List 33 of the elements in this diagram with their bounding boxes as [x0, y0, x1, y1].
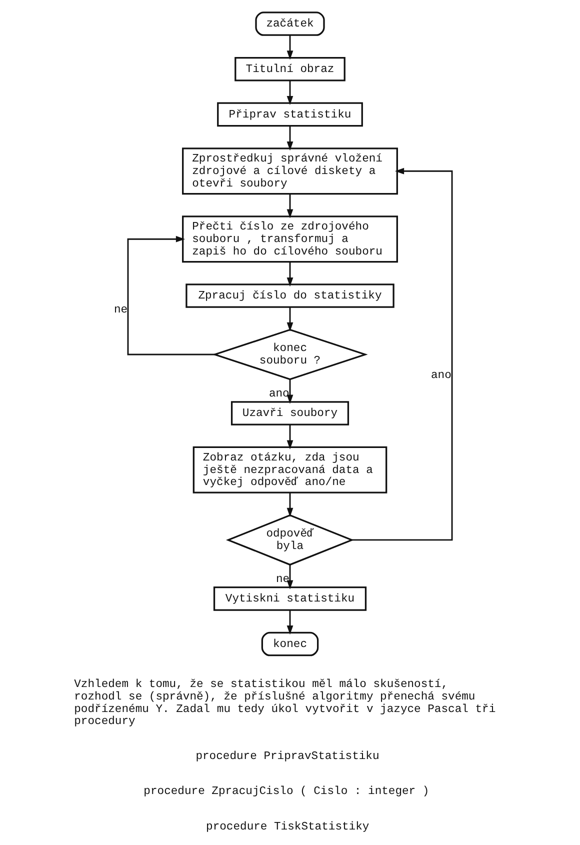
- arrow: [127, 236, 215, 356]
- node-box: Zpracuj číslo do statistiky: [186, 284, 394, 308]
- node-box: začátek: [255, 12, 325, 36]
- node-box: Vytiskni statistiku: [213, 586, 367, 611]
- arrow: [286, 262, 294, 287]
- edge-label: ano: [268, 388, 290, 401]
- label: Vzhledem k tomu, že se statistikou měl málo skušeností, rozhodl se (správně), že příslušné algoritmy přenechá svému podřízenému Y. Zadal mu tedy úkol vytvořit v jazyce Pascal tři procedury: [74, 679, 496, 728]
- label: procedure ZpracujCislo ( Cislo : integer ): [144, 786, 430, 798]
- arrow: [286, 424, 294, 450]
- node-diamond: odpověď byla: [226, 514, 354, 566]
- node-box: konec: [261, 632, 319, 656]
- node-box: Zobraz otázku, zda jsou ještě nezpracovaná data a vyčkej odpověď ano/ne: [192, 446, 388, 494]
- edge-label: ne: [114, 304, 128, 317]
- node-box: Titulní obraz: [234, 56, 346, 82]
- arrow: [286, 194, 294, 218]
- arrow: [352, 168, 453, 541]
- arrow: [286, 126, 294, 151]
- arrow: [286, 492, 294, 517]
- arrow: [286, 35, 294, 60]
- arrow: [286, 307, 294, 332]
- node-box: Zprostředkuj správné vložení zdrojové a cílové diskety a otevři soubory: [182, 148, 398, 195]
- arrow: [286, 80, 294, 106]
- label: procedure PripravStatistiku: [196, 751, 380, 764]
- node-box: Přečti číslo ze zdrojového souboru , transformuj a zapiš ho do cílového souboru: [182, 216, 398, 263]
- arrow: [286, 610, 294, 635]
- edge-label: ne: [276, 574, 290, 586]
- node-box: Připrav statistiku: [217, 102, 363, 127]
- edge-label: ano: [430, 370, 452, 382]
- arrow: [286, 564, 294, 590]
- label: procedure TiskStatistiky: [206, 821, 370, 834]
- node-diamond: konec souboru ?: [212, 328, 368, 380]
- arrow: [286, 379, 294, 404]
- node-box: Uzavři soubory: [230, 401, 350, 426]
